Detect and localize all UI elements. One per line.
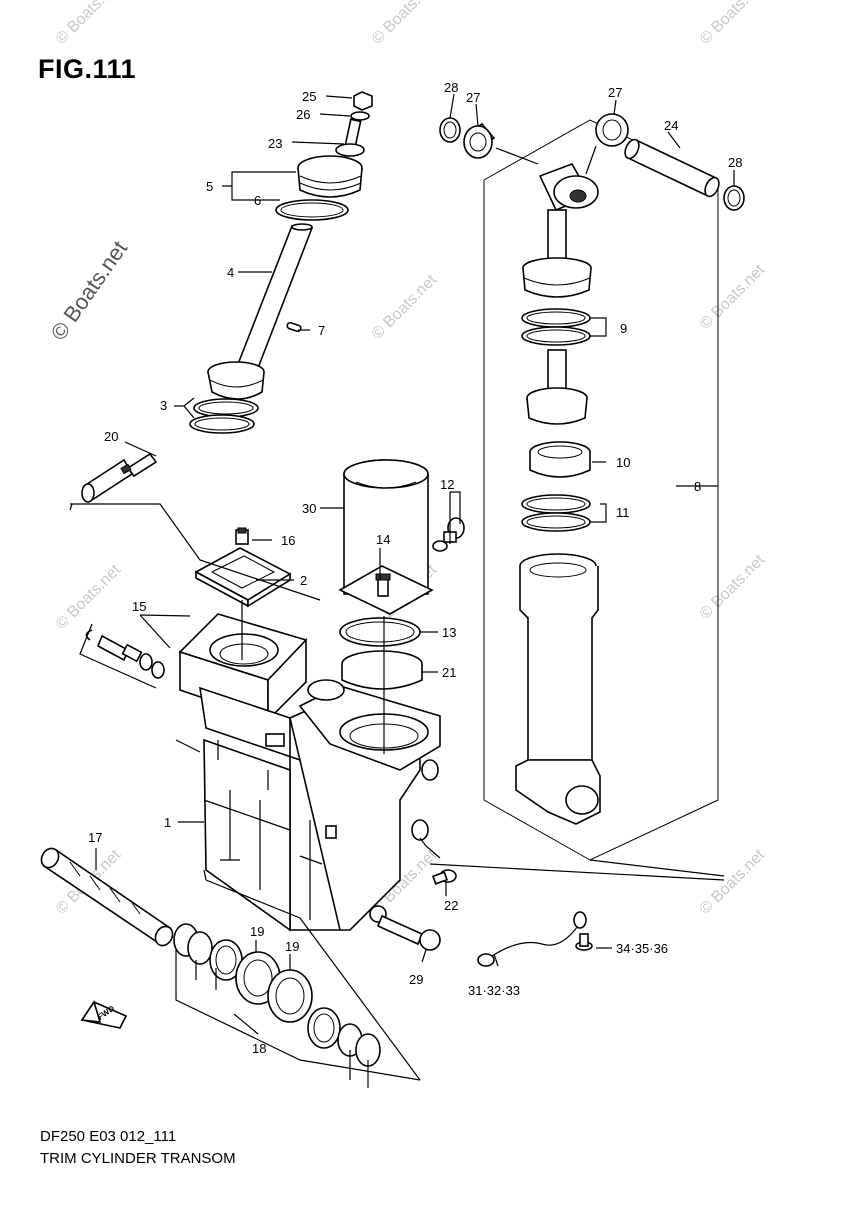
callout-34-35-36: 34·35·36 — [616, 941, 668, 956]
callout-29: 29 — [409, 972, 423, 987]
callout-18: 18 — [252, 1041, 266, 1056]
callout-27a: 27 — [466, 90, 480, 105]
callout-26: 26 — [296, 107, 310, 122]
manifold-plate — [194, 527, 292, 608]
callout-19a: 19 — [250, 924, 264, 939]
reservoir-assembly — [338, 459, 465, 690]
callout-27b: 27 — [608, 85, 622, 100]
callout-13: 13 — [442, 625, 456, 640]
callout-1: 1 — [164, 815, 171, 830]
callout-4: 4 — [227, 265, 234, 280]
callout-12: 12 — [440, 477, 454, 492]
callout-9: 9 — [620, 321, 627, 336]
watermark: © Boats.net — [697, 551, 769, 623]
callouts: 25 26 23 5 6 4 7 3 20 16 2 15 1 17 19 19… — [88, 80, 742, 1056]
callout-11: 11 — [616, 505, 630, 520]
cylinder-assembly — [439, 113, 745, 861]
watermark: © Boats.net — [369, 0, 441, 48]
callout-3: 3 — [160, 398, 167, 413]
watermark: © Boats.net — [369, 271, 441, 343]
valve-15 — [85, 629, 165, 679]
diagram-name: TRIM CYLINDER TRANSOM — [40, 1150, 236, 1167]
callout-30: 30 — [302, 501, 316, 516]
watermark: © Boats.net — [697, 261, 769, 333]
callout-23: 23 — [268, 136, 282, 151]
callout-31-32-33: 31·32·33 — [468, 983, 520, 998]
watermark: © Boats.net — [53, 561, 125, 633]
callout-28b: 28 — [728, 155, 742, 170]
leader-lines — [69, 93, 735, 1088]
callout-22: 22 — [444, 898, 458, 913]
callout-17: 17 — [88, 830, 102, 845]
callout-2: 2 — [300, 573, 307, 588]
callout-25: 25 — [302, 89, 316, 104]
callout-21: 21 — [442, 665, 456, 680]
transom-bracket — [178, 613, 441, 932]
diagram-code: DF250 E03 012_111 — [40, 1128, 177, 1145]
watermark: © Boats.net — [53, 0, 125, 48]
piston-rod-assembly — [189, 91, 373, 434]
callout-14: 14 — [376, 532, 390, 547]
callout-15: 15 — [132, 599, 146, 614]
figure-title: FIG.111 — [38, 54, 137, 84]
callout-16: 16 — [281, 533, 295, 548]
callout-20: 20 — [104, 429, 118, 444]
side-watermark: © Boats.net — [46, 236, 133, 345]
callout-6: 6 — [254, 193, 261, 208]
callout-8: 8 — [694, 479, 701, 494]
callout-10: 10 — [616, 455, 630, 470]
callout-5: 5 — [206, 179, 213, 194]
callout-24: 24 — [664, 118, 678, 133]
callout-19b: 19 — [285, 939, 299, 954]
fwd-arrow-icon: FWD — [80, 1000, 128, 1029]
watermark: © Boats.net — [697, 0, 769, 48]
valve-20 — [81, 452, 158, 503]
callout-7: 7 — [318, 323, 325, 338]
callout-28a: 28 — [444, 80, 458, 95]
watermark: © Boats.net — [697, 846, 769, 918]
